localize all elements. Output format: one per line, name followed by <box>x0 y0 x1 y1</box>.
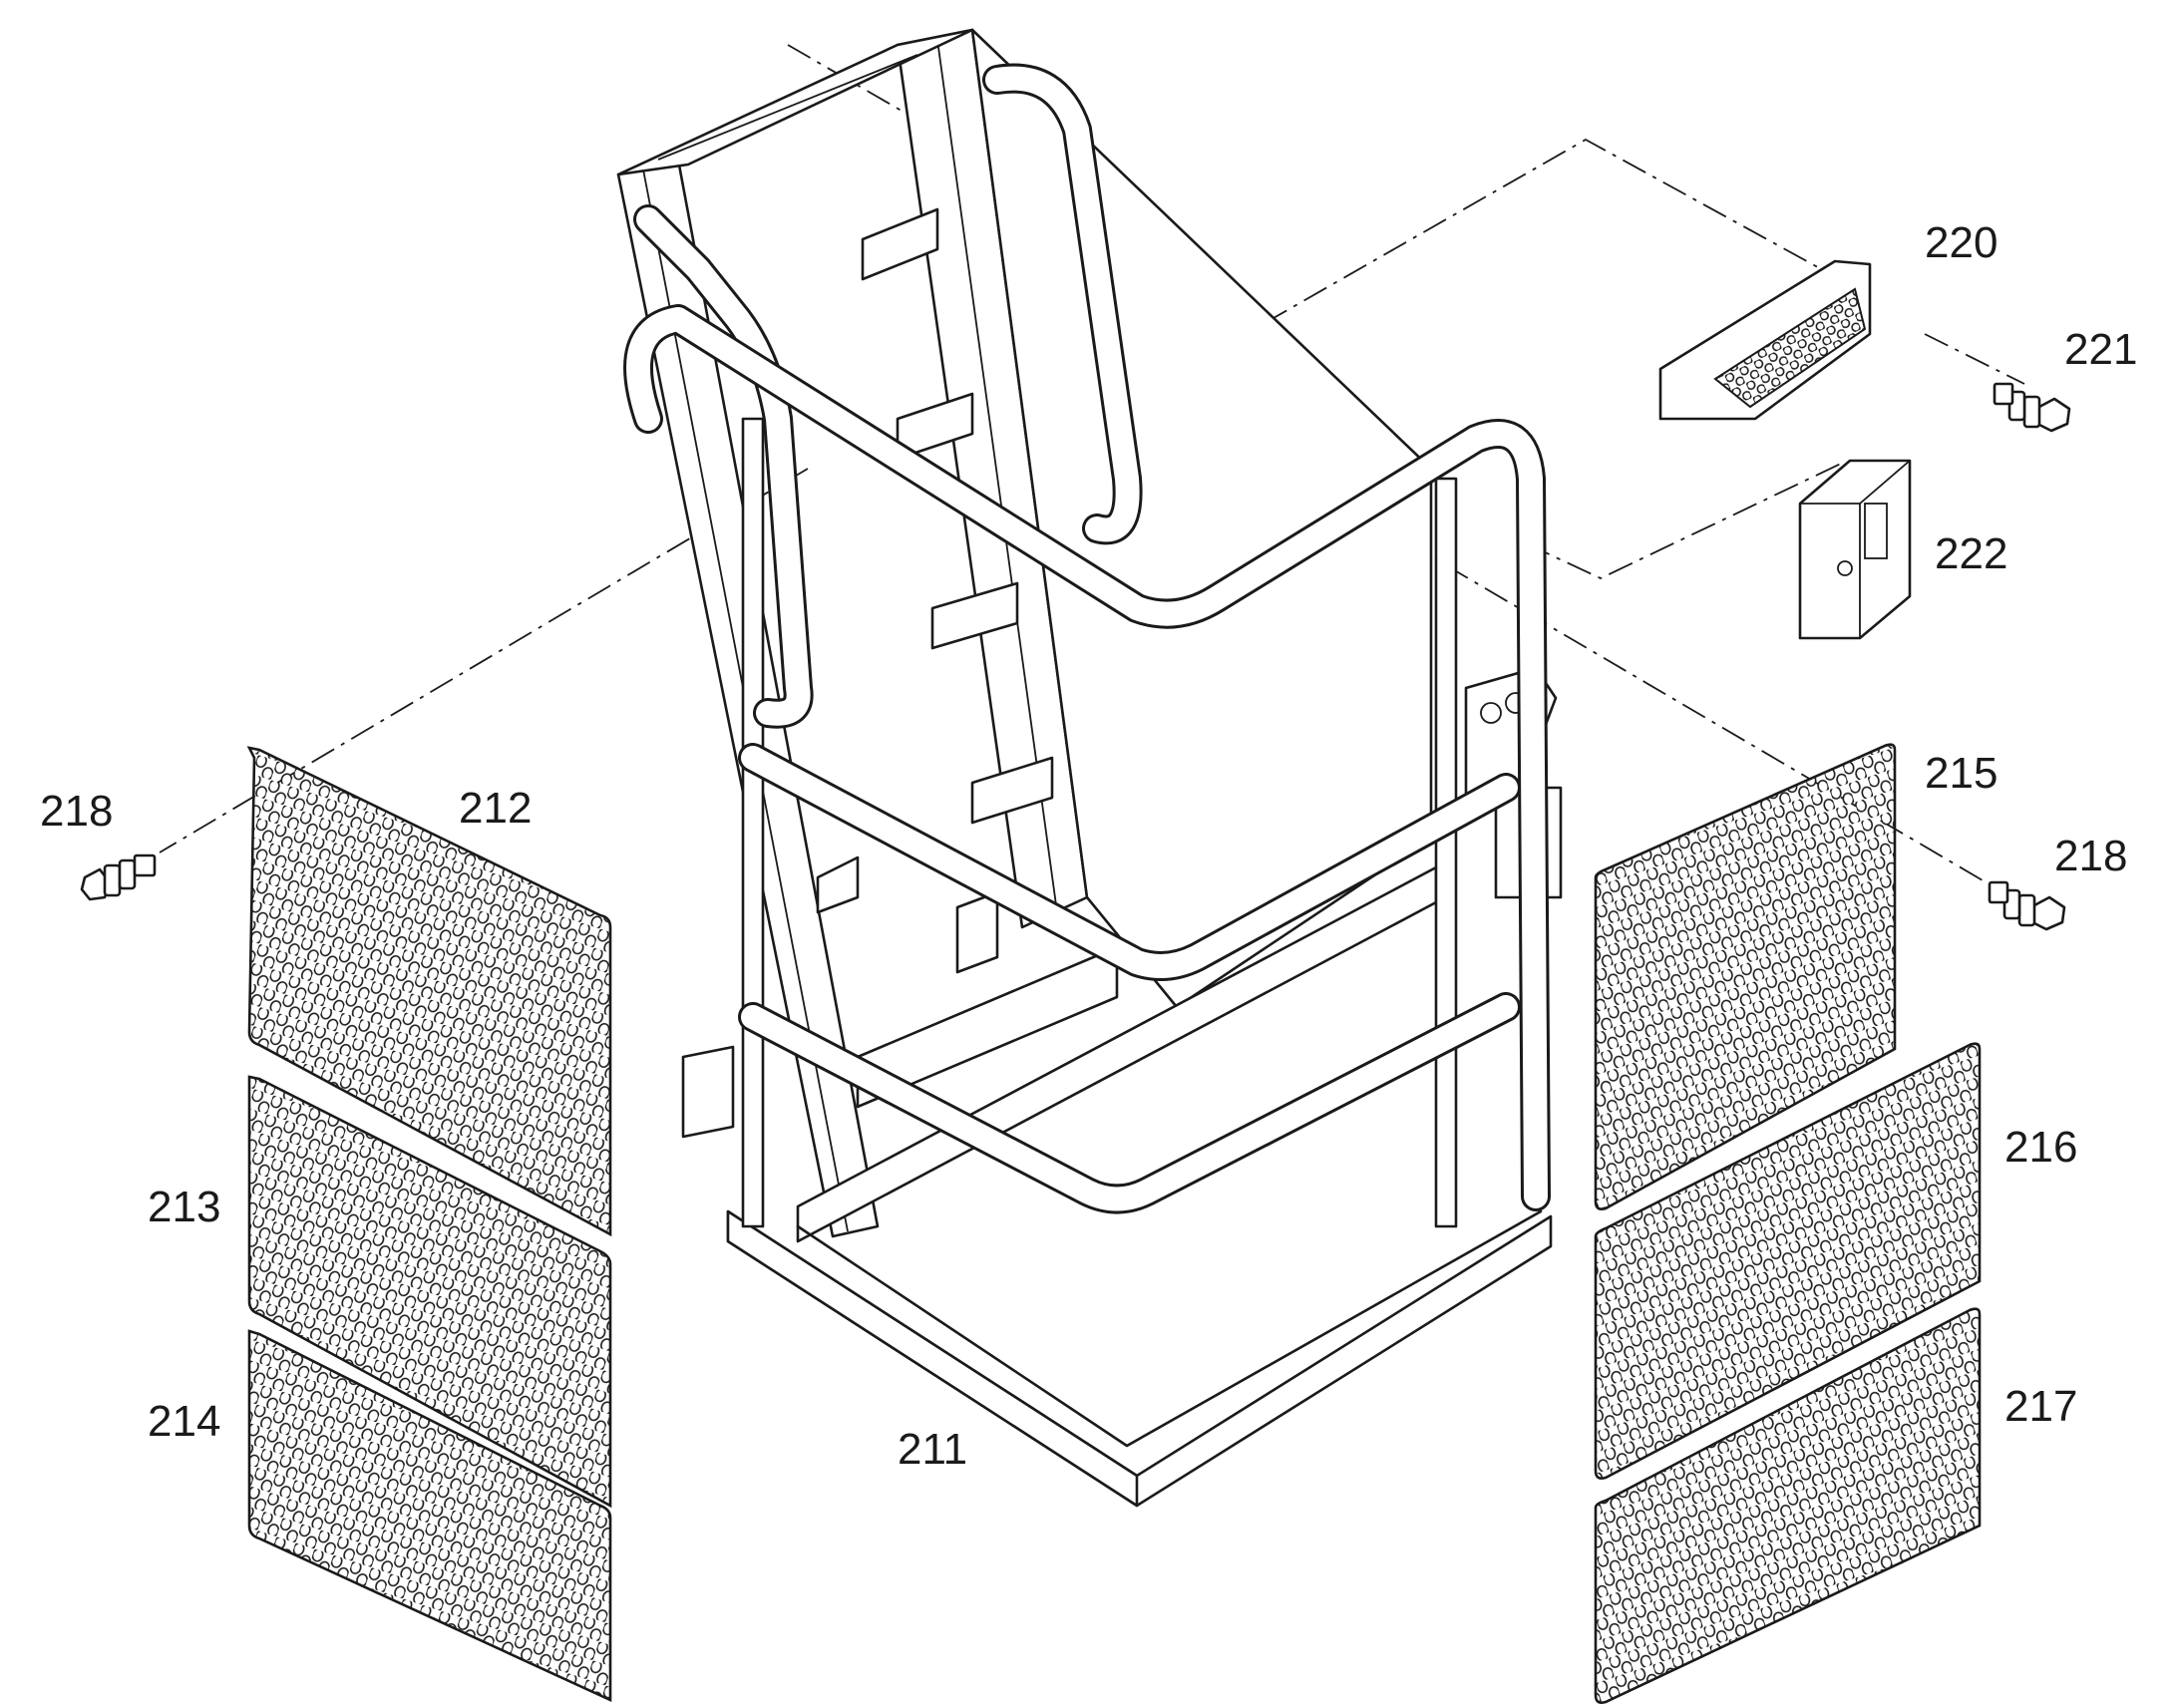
panel-216 <box>1594 1042 1982 1480</box>
panel-212 <box>246 746 612 1237</box>
box-222 <box>1798 459 1912 640</box>
panel-213 <box>247 1075 612 1509</box>
left-panels <box>246 746 612 1703</box>
callout-212: 212 <box>459 784 532 833</box>
callout-221: 221 <box>2064 325 2137 374</box>
callout-222: 222 <box>1935 529 2007 578</box>
right-panels <box>1594 743 1982 1704</box>
callout-labels: 211 212 213 214 215 216 217 218 218 220 … <box>40 218 2137 1474</box>
callout-217: 217 <box>2004 1382 2077 1431</box>
callout-215: 215 <box>1925 749 1998 798</box>
callout-216: 216 <box>2004 1123 2077 1172</box>
callout-213: 213 <box>148 1183 220 1231</box>
panel-214 <box>247 1329 612 1703</box>
bolt-221 <box>1993 382 2071 433</box>
bolt-218-right <box>1988 880 2066 931</box>
callout-211: 211 <box>898 1425 967 1474</box>
callout-220: 220 <box>1925 218 1998 267</box>
panel-215 <box>1594 743 1897 1210</box>
handrails <box>623 63 1551 1214</box>
callout-214: 214 <box>148 1397 220 1446</box>
callout-218-right: 218 <box>2054 832 2127 880</box>
callout-218-left: 218 <box>40 787 113 836</box>
step-220 <box>1658 259 1872 421</box>
ladder-rungs <box>681 207 1054 1139</box>
bolt-218-left <box>80 854 157 901</box>
panel-217 <box>1594 1307 1982 1704</box>
